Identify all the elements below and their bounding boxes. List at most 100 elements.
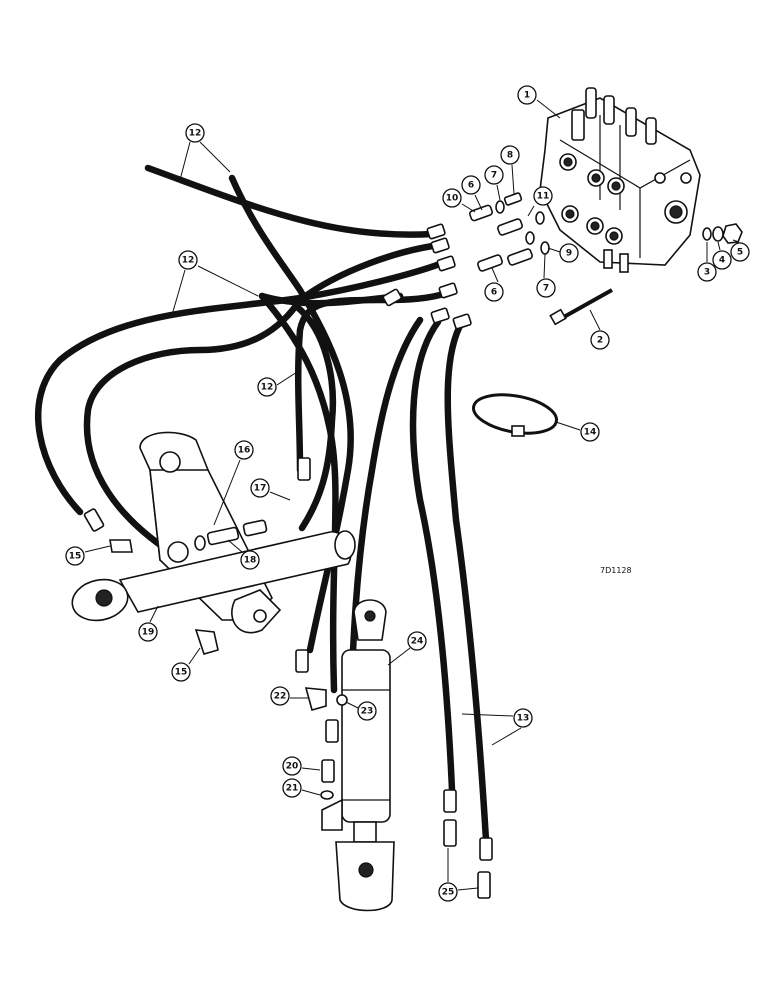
callout-label: 14 [584, 428, 597, 438]
callout-label: 12 [261, 383, 274, 393]
callout-label: 11 [537, 192, 550, 202]
callout-leader-12 [179, 141, 191, 181]
callout-7: 7 [536, 278, 556, 298]
callout-24: 24 [407, 631, 427, 651]
callout-leader-10 [461, 203, 476, 213]
callout-12: 12 [185, 123, 205, 143]
callout-8: 8 [500, 145, 520, 165]
hose-clamp [472, 393, 558, 437]
callout-leader-12 [199, 141, 231, 173]
callout-label: 7 [543, 284, 549, 294]
valve-fittings [468, 192, 550, 272]
callout-25: 25 [438, 882, 458, 902]
callout-label: 2 [597, 336, 603, 346]
tie-bolt [549, 288, 613, 326]
callout-leader-6 [474, 194, 483, 211]
callout-leader-1 [536, 99, 561, 119]
callout-6: 6 [484, 282, 504, 302]
vertical-cylinder [304, 599, 395, 912]
callout-leader-24 [387, 647, 411, 666]
callout-14: 14 [580, 422, 600, 442]
callout-6: 6 [461, 175, 481, 195]
callout-label: 6 [468, 181, 474, 191]
callout-20: 20 [282, 756, 302, 776]
callout-leader-9 [547, 247, 561, 253]
control-valve [539, 87, 701, 273]
callout-11: 11 [533, 186, 553, 206]
callout-3: 3 [697, 262, 717, 282]
callout-19: 19 [138, 622, 158, 642]
callout-leader-13 [491, 727, 522, 746]
washers-and-nut [702, 223, 743, 244]
callout-12: 12 [257, 377, 277, 397]
callout-10: 10 [442, 188, 462, 208]
callout-label: 25 [442, 888, 455, 898]
callout-leader-16 [213, 459, 241, 526]
callout-leader-11 [527, 205, 535, 217]
callout-23: 23 [357, 701, 377, 721]
callout-label: 20 [286, 762, 299, 772]
callout-7: 7 [484, 165, 504, 185]
callout-label: 12 [189, 129, 202, 139]
callout-9: 9 [559, 243, 579, 263]
callout-label: 24 [411, 637, 424, 647]
callout-label: 17 [254, 484, 267, 494]
callout-label: 10 [446, 194, 459, 204]
callout-leader-12 [276, 371, 298, 386]
callout-leader-6 [491, 267, 499, 283]
callout-12: 12 [178, 250, 198, 270]
callout-leader-7 [543, 253, 546, 279]
callout-22: 22 [270, 686, 290, 706]
callout-label: 21 [286, 784, 299, 794]
callout-18: 18 [240, 550, 260, 570]
callout-17: 17 [250, 478, 270, 498]
callout-21: 21 [282, 778, 302, 798]
callout-label: 9 [566, 249, 572, 259]
callout-leader-17 [269, 491, 291, 501]
callout-label: 8 [507, 151, 513, 161]
callout-15: 15 [171, 662, 191, 682]
callout-2: 2 [590, 330, 610, 350]
callout-13: 13 [513, 708, 533, 728]
callout-leader-5 [732, 239, 740, 243]
callout-label: 19 [142, 628, 155, 638]
callout-leader-14 [555, 421, 581, 431]
callout-leader-15 [84, 545, 111, 553]
callout-leader-25 [457, 887, 479, 891]
callout-leader-4 [717, 241, 721, 251]
callout-label: 22 [274, 692, 287, 702]
hose-ferrules [83, 223, 493, 899]
callout-leader-15 [188, 647, 201, 665]
callout-leader-12 [171, 269, 186, 316]
callout-leader-20 [301, 767, 321, 771]
hoses [35, 164, 490, 844]
callout-16: 16 [234, 440, 254, 460]
callout-leader-23 [345, 701, 359, 709]
callout-leader-19 [149, 605, 159, 623]
callout-1: 1 [517, 85, 537, 105]
callout-4: 4 [712, 250, 732, 270]
callout-label: 5 [737, 248, 743, 258]
callout-label: 18 [244, 556, 257, 566]
callout-label: 23 [361, 707, 374, 717]
callout-label: 4 [719, 256, 725, 266]
callout-label: 16 [238, 446, 251, 456]
callout-label: 15 [69, 552, 82, 562]
callout-label: 6 [491, 288, 497, 298]
callout-leader-8 [511, 164, 515, 195]
callout-leader-7 [496, 184, 501, 201]
callout-label: 1 [524, 91, 530, 101]
callout-label: 15 [175, 668, 188, 678]
callout-label: 3 [704, 268, 710, 278]
callout-label: 12 [182, 256, 195, 266]
callout-15: 15 [65, 546, 85, 566]
drawing-code: 7D1128 [600, 566, 632, 575]
callout-leader-12 [197, 265, 259, 297]
callout-leader-13 [461, 713, 514, 717]
callout-label: 7 [491, 171, 497, 181]
callout-label: 13 [517, 714, 530, 724]
callout-leader-2 [589, 309, 601, 331]
callout-5: 5 [730, 242, 750, 262]
